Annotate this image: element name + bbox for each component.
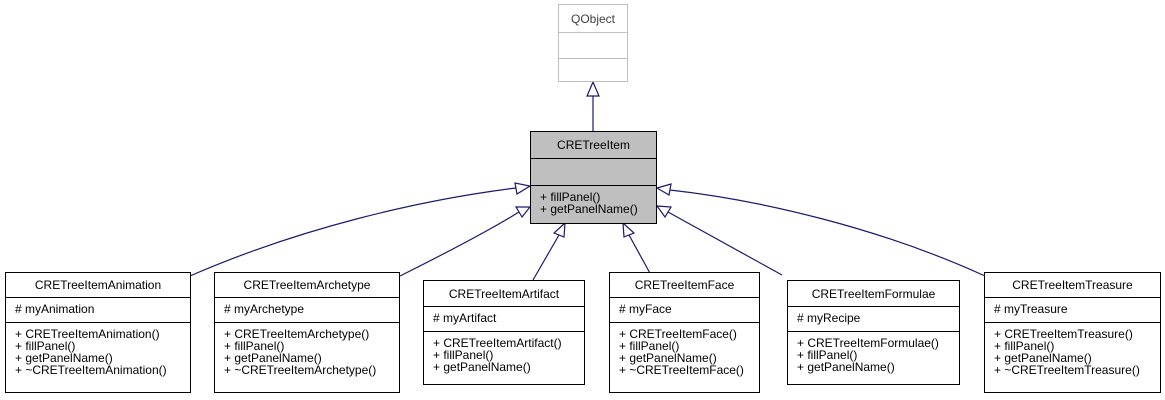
class-attributes: # myArchetype <box>215 297 399 322</box>
class-attributes <box>531 158 656 185</box>
class-methods: + CRETreeItemFormulae() + fillPanel() + … <box>788 331 959 375</box>
class-cretreeitem[interactable]: CRETreeItem + fillPanel() + getPanelName… <box>530 131 657 224</box>
class-methods: + CRETreeItemArtifact() + fillPanel() + … <box>424 331 584 375</box>
edge-animation-to-base <box>189 187 517 277</box>
attribute: # myRecipe <box>797 311 861 325</box>
arrowhead-qobject <box>586 80 600 97</box>
method: + CRETreeItemTreasure() <box>994 327 1133 341</box>
method: + fillPanel() <box>540 190 601 204</box>
method: + ~CRETreeItemTreasure() <box>994 363 1140 377</box>
class-attributes <box>559 32 627 58</box>
class-name: CRETreeItemAnimation <box>34 278 162 292</box>
method: + fillPanel() <box>433 348 494 362</box>
class-name: CRETreeItemTreasure <box>1012 278 1133 292</box>
method: + fillPanel() <box>994 339 1055 353</box>
class-attributes: # myRecipe <box>788 306 959 331</box>
method: + getPanelName() <box>619 351 717 365</box>
class-methods: + fillPanel() + getPanelName() <box>531 185 656 225</box>
arrowhead-treasure <box>655 183 672 196</box>
method: + ~CRETreeItemArchetype() <box>224 363 377 377</box>
edge-artifact-to-base <box>532 234 560 281</box>
edge-treasure-to-base <box>669 189 986 277</box>
class-name: CRETreeItemArtifact <box>448 286 560 301</box>
class-cretreeitemartifact[interactable]: CRETreeItemArtifact # myArtifact + CRETr… <box>423 280 585 385</box>
method: + getPanelName() <box>540 202 638 216</box>
method: + fillPanel() <box>224 339 285 353</box>
method: + getPanelName() <box>15 351 113 365</box>
class-methods: + CRETreeItemTreasure() + fillPanel() + … <box>985 322 1160 378</box>
attribute: # myTreasure <box>994 302 1068 316</box>
class-qobject[interactable]: QObject <box>558 4 628 82</box>
class-attributes: # myArtifact <box>424 306 584 331</box>
class-methods <box>559 58 627 83</box>
arrowhead-formulae <box>655 205 673 219</box>
method: + CRETreeItemAnimation() <box>15 327 160 341</box>
method: + fillPanel() <box>619 339 680 353</box>
method: + CRETreeItemArchetype() <box>224 327 370 341</box>
class-cretreeitemanimation[interactable]: CRETreeItemAnimation # myAnimation + CRE… <box>5 272 191 393</box>
class-cretreeitemarchetype[interactable]: CRETreeItemArchetype # myArchetype + CRE… <box>214 272 400 393</box>
class-cretreeitemface[interactable]: CRETreeItemFace # myFace + CRETreeItemFa… <box>609 272 760 393</box>
arrowhead-face <box>622 221 636 238</box>
attribute: # myArtifact <box>433 311 497 325</box>
method: + getPanelName() <box>433 360 531 374</box>
edge-face-to-base <box>628 234 652 276</box>
class-cretreeitemtreasure[interactable]: CRETreeItemTreasure # myTreasure + CRETr… <box>984 272 1161 393</box>
attribute: # myArchetype <box>224 302 305 316</box>
method: + ~CRETreeItemFace() <box>619 363 744 377</box>
class-name: CRETreeItem <box>557 138 630 152</box>
class-attributes: # myFace <box>610 297 759 322</box>
class-name: CRETreeItemFormulae <box>811 286 936 301</box>
method: + getPanelName() <box>797 360 895 374</box>
method: + fillPanel() <box>797 348 858 362</box>
class-attributes: # myAnimation <box>6 297 190 322</box>
method: + ~CRETreeItemAnimation() <box>15 363 167 377</box>
arrowhead-archetype <box>514 206 532 219</box>
method: + CRETreeItemArtifact() <box>433 336 562 350</box>
method: + CRETreeItemFace() <box>619 327 737 341</box>
class-name: CRETreeItemArchetype <box>243 278 371 292</box>
method: + getPanelName() <box>224 351 322 365</box>
attribute: # myFace <box>619 302 672 316</box>
arrowhead-artifact <box>552 221 566 238</box>
method: + getPanelName() <box>994 351 1092 365</box>
attribute: # myAnimation <box>15 302 95 316</box>
class-methods: + CRETreeItemFace() + fillPanel() + getP… <box>610 322 759 378</box>
method: + fillPanel() <box>15 339 76 353</box>
edge-formulae-to-base <box>667 211 783 276</box>
class-name: CRETreeItemFace <box>634 278 735 292</box>
class-attributes: # myTreasure <box>985 297 1160 322</box>
method: + CRETreeItemFormulae() <box>797 336 939 350</box>
class-cretreeitemformulae[interactable]: CRETreeItemFormulae # myRecipe + CRETree… <box>787 280 960 385</box>
arrowhead-animation <box>514 182 532 195</box>
edge-archetype-to-base <box>399 211 520 277</box>
class-name: QObject <box>570 11 615 26</box>
class-methods: + CRETreeItemAnimation() + fillPanel() +… <box>6 322 190 378</box>
class-methods: + CRETreeItemArchetype() + fillPanel() +… <box>215 322 399 378</box>
